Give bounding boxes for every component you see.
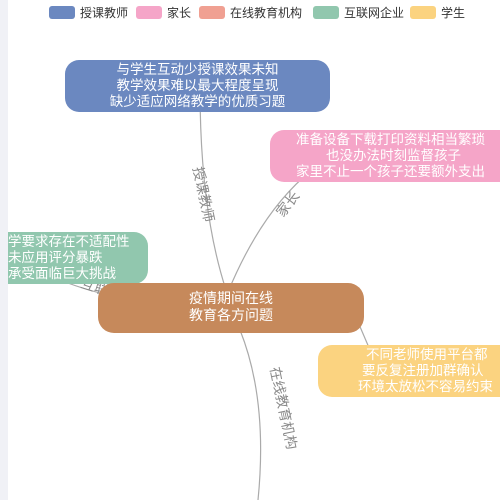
- node-parent[interactable]: 准备设备下载打印资料相当繁琐 也没办法时刻监督孩子 家里不止一个孩子还要额外支出: [270, 130, 500, 182]
- link-institution: [239, 329, 262, 500]
- node-text-line: 环境太放松不容易约束: [358, 379, 493, 395]
- legend-item-student[interactable]: 学生: [410, 4, 465, 20]
- legend-item-internet[interactable]: 互联网企业: [313, 4, 404, 20]
- legend-swatch-icon: [136, 5, 162, 19]
- node-text-line: 学要求存在不适配性: [8, 234, 130, 250]
- center-text-line: 教育各方问题: [189, 308, 273, 324]
- node-center[interactable]: 疫情期间在线 教育各方问题: [98, 283, 364, 333]
- node-text-line: 也没办法时刻监督孩子: [326, 148, 461, 164]
- legend-item-institution[interactable]: 在线教育机构: [199, 4, 302, 20]
- edge-label-teacher: 授课教师: [189, 166, 216, 224]
- center-text-line: 疫情期间在线: [189, 291, 273, 307]
- link-parent: [227, 169, 313, 293]
- legend-swatch-icon: [199, 5, 225, 19]
- node-text-line: 承受面临巨大挑战: [8, 266, 116, 282]
- legend-item-parent[interactable]: 家长: [136, 4, 191, 20]
- legend-label: 在线教育机构: [230, 5, 303, 20]
- node-student[interactable]: 不同老师使用平台都 要反复注册加群确认 环境太放松不容易约束: [318, 345, 500, 397]
- node-text-line: 与学生互动少授课效果未知: [116, 62, 279, 78]
- legend: 授课教师 家长 在线教育机构 互联网企业 学生: [0, 0, 500, 24]
- node-text-line: 不同老师使用平台都: [366, 347, 488, 363]
- legend-label: 授课教师: [80, 5, 129, 20]
- node-text-line: 要反复注册加群确认: [362, 363, 484, 379]
- edge-label-parent: 家长: [273, 188, 304, 221]
- node-text-line: 未应用评分暴跌: [8, 250, 103, 266]
- legend-label: 学生: [441, 5, 466, 20]
- legend-item-teacher[interactable]: 授课教师: [49, 4, 128, 20]
- node-text-line: 准备设备下载打印资料相当繁琐: [296, 132, 485, 148]
- node-internet[interactable]: 学要求存在不适配性 未应用评分暴跌 承受面临巨大挑战: [8, 232, 148, 284]
- legend-swatch-icon: [410, 5, 436, 19]
- legend-swatch-icon: [313, 5, 339, 19]
- node-text-line: 家里不止一个孩子还要额外支出: [296, 164, 485, 180]
- legend-label: 互联网企业: [344, 5, 405, 20]
- node-text-line: 教学效果难以最大程度呈现: [116, 78, 279, 94]
- left-edge-strip: [0, 0, 8, 500]
- legend-label: 家长: [167, 5, 192, 20]
- link-teacher: [199, 87, 227, 291]
- edge-label-institution: 在线教育机构: [266, 366, 299, 451]
- node-teacher[interactable]: 与学生互动少授课效果未知 教学效果难以最大程度呈现 缺少适应网络教学的优质习题: [65, 60, 330, 112]
- node-text-line: 缺少适应网络教学的优质习题: [109, 94, 286, 110]
- legend-swatch-icon: [49, 5, 75, 19]
